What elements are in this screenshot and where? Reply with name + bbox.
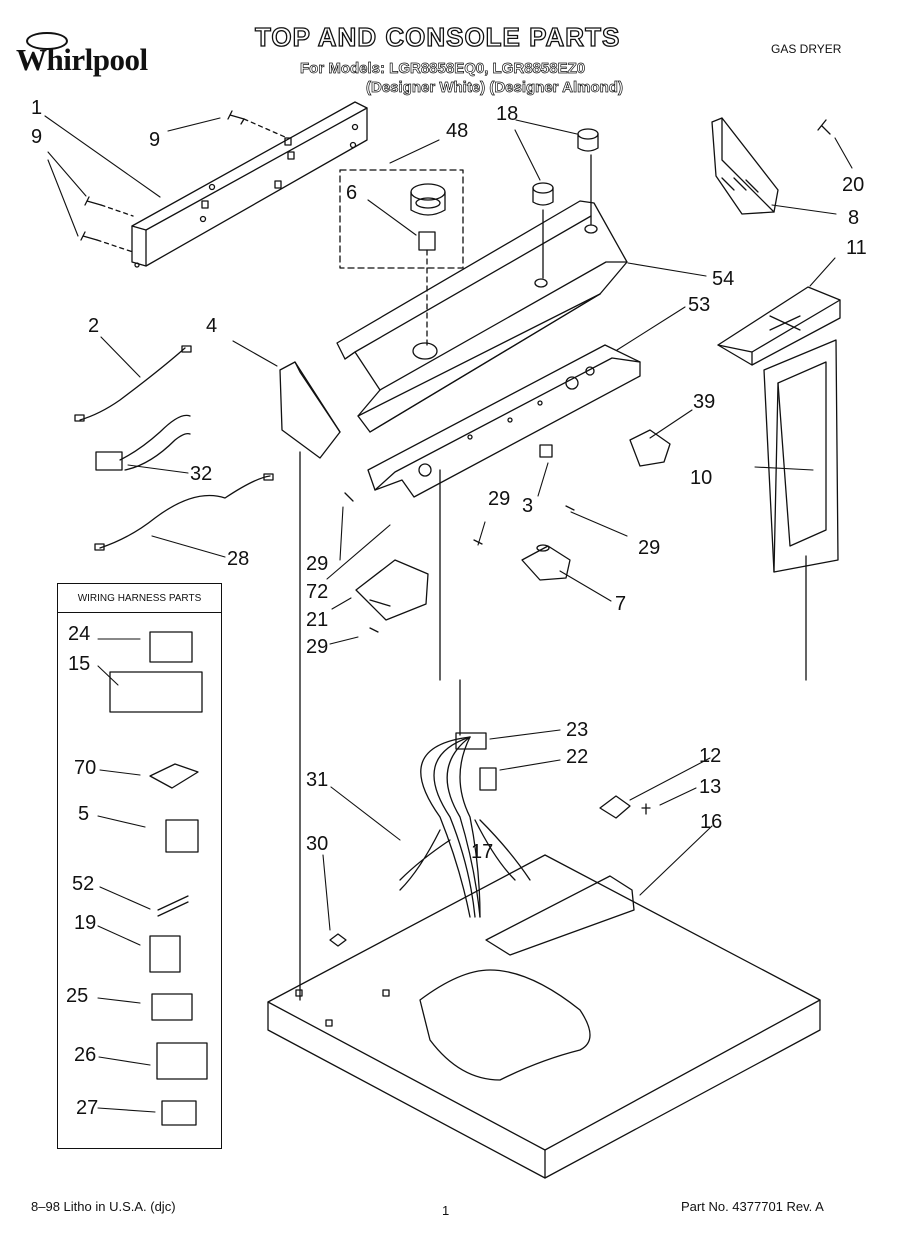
callout-1: 1 xyxy=(31,97,43,119)
callout-12: 12 xyxy=(699,745,722,767)
wiring-item-26: 26 xyxy=(74,1044,97,1066)
callout-20: 20 xyxy=(842,174,865,196)
wiring-item-70: 70 xyxy=(74,757,97,779)
logo-swirl-icon xyxy=(26,32,68,50)
page-number: 1 xyxy=(442,1203,450,1218)
knob-assembly-group-outline xyxy=(339,169,464,269)
wiring-item-5: 5 xyxy=(78,803,90,825)
callout-29: 29 xyxy=(306,636,329,658)
callout-54: 54 xyxy=(712,268,735,290)
wire-harness-2-32-28 xyxy=(74,345,274,551)
callout-30: 30 xyxy=(306,833,329,855)
end-cap-part xyxy=(279,361,341,1001)
product-type: GAS DRYER xyxy=(771,42,842,56)
callout-39: 39 xyxy=(693,391,716,413)
callout-29: 29 xyxy=(638,537,661,559)
callout-7: 7 xyxy=(615,593,627,615)
callout-18: 18 xyxy=(496,103,519,125)
callout-17: 17 xyxy=(471,841,494,863)
callout-16: 16 xyxy=(700,811,723,833)
wiring-box-divider xyxy=(58,612,221,613)
wiring-item-24: 24 xyxy=(68,623,91,645)
whirlpool-logo: Whirlpool xyxy=(16,32,148,78)
callout-13: 13 xyxy=(699,776,722,798)
wiring-harness-parts-box: WIRING HARNESS PARTS xyxy=(57,583,222,1149)
knob-18-parts xyxy=(532,128,599,279)
footer-litho: 8–98 Litho in U.S.A. (djc) xyxy=(31,1199,176,1214)
wiring-item-19: 19 xyxy=(74,912,97,934)
callout-72: 72 xyxy=(306,581,329,603)
wiring-box-parts xyxy=(109,631,208,1126)
trim-piece-part xyxy=(717,286,841,366)
callout-29: 29 xyxy=(306,553,329,575)
callout-31: 31 xyxy=(306,769,329,791)
page-title: TOP AND CONSOLE PARTS xyxy=(254,21,621,52)
models-line: For Models: LGR8858EQ0, LGR8858EZ0 xyxy=(300,60,586,78)
callout-8: 8 xyxy=(848,207,860,229)
clip-30-part xyxy=(329,933,347,947)
console-frame-part xyxy=(763,339,839,681)
hinge-bracket-part xyxy=(711,117,831,215)
top-panel-part xyxy=(267,854,821,1179)
main-wire-harness-part xyxy=(399,469,531,918)
callout-29: 29 xyxy=(488,488,511,510)
variants-line: (Designer White) (Designer Almond) xyxy=(366,79,624,97)
callout-48: 48 xyxy=(446,120,469,142)
callout-9: 9 xyxy=(31,126,43,148)
timer-knob-part xyxy=(410,183,446,346)
callout-2: 2 xyxy=(88,315,100,337)
switch-parts xyxy=(344,429,671,633)
wiring-box-title: WIRING HARNESS PARTS xyxy=(77,593,202,604)
callout-9: 9 xyxy=(149,129,161,151)
callout-53: 53 xyxy=(688,294,711,316)
rear-bracket-part xyxy=(131,101,368,268)
callout-11: 11 xyxy=(846,237,867,259)
callout-10: 10 xyxy=(690,467,713,489)
callout-21: 21 xyxy=(306,609,329,631)
clip-parts-12-13 xyxy=(599,795,651,819)
callout-32: 32 xyxy=(190,463,213,485)
wiring-item-15: 15 xyxy=(68,653,91,675)
wiring-item-25: 25 xyxy=(66,985,89,1007)
leader-lines xyxy=(44,115,853,1113)
wiring-item-27: 27 xyxy=(76,1097,99,1119)
footer-part-number: Part No. 4377701 Rev. A xyxy=(681,1199,824,1214)
callout-4: 4 xyxy=(206,315,218,337)
callout-23: 23 xyxy=(566,719,589,741)
callout-6: 6 xyxy=(346,182,358,204)
screw-9-parts xyxy=(80,110,286,253)
console-panel-part xyxy=(336,200,628,433)
callout-3: 3 xyxy=(522,495,534,517)
callout-28: 28 xyxy=(227,548,250,570)
callout-22: 22 xyxy=(566,746,589,768)
wiring-item-52: 52 xyxy=(72,873,95,895)
control-panel-bar-part xyxy=(367,344,641,498)
